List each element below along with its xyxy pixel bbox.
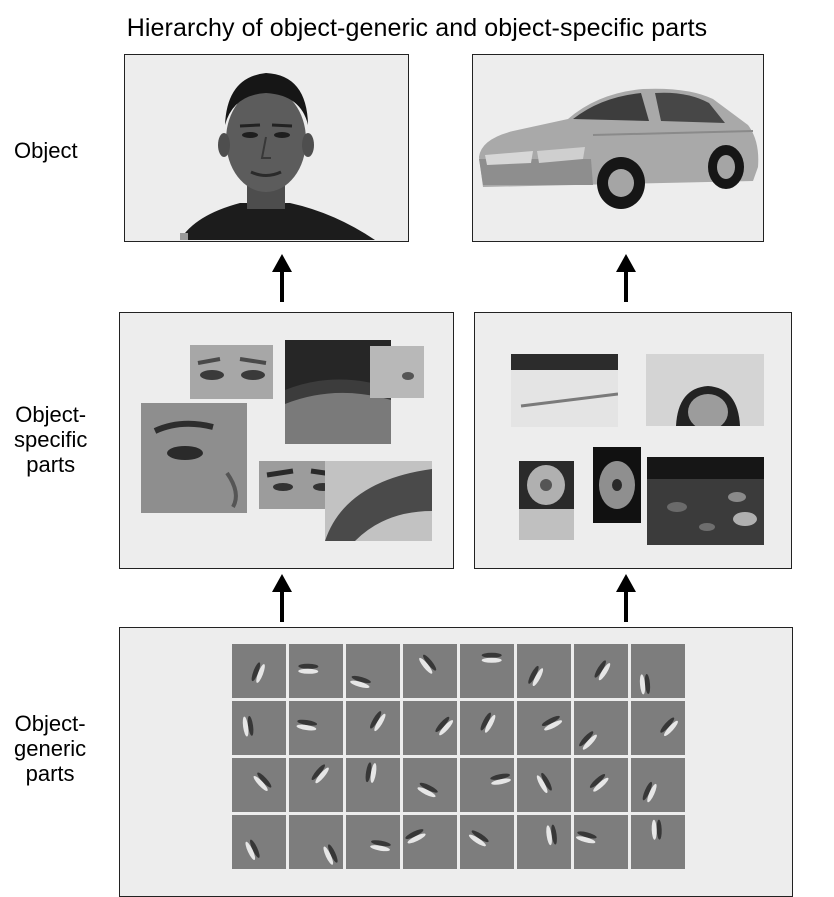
filter-patch [517,758,571,812]
filter-patch [232,644,286,698]
filter-patch [631,701,685,755]
wheel-arch-patch [646,354,764,426]
filter-patch [346,644,400,698]
filter-patch [574,701,628,755]
up-arrow-icon [272,254,292,302]
car-photo [479,88,759,209]
hair-side-patch [325,461,432,541]
row-label-object-specific-parts: Object- specific parts [14,402,87,477]
row-label-line: parts [26,452,76,477]
filter-patch [403,758,457,812]
row-label-object-generic-parts: Object- generic parts [14,711,86,786]
nose-patch [370,346,424,398]
filter-patch [403,701,457,755]
up-arrow-icon [616,254,636,302]
filter-patch [232,815,286,869]
filter-patch [460,644,514,698]
row-label-line: Object- [14,711,86,736]
filter-patch [574,644,628,698]
filter-patch [403,644,457,698]
filter-patch [574,758,628,812]
face-parts-panel [119,312,454,569]
filter-patch [574,815,628,869]
up-arrow-icon [616,574,636,622]
filter-patch [232,758,286,812]
row-label-line: Object [14,138,78,163]
eyes-patch [190,345,273,399]
face-photo [180,73,375,240]
tire-patch [519,461,574,540]
row-label-line: parts [25,761,75,786]
filter-patch [460,815,514,869]
generic-parts-panel [119,627,793,897]
filter-patch [289,701,343,755]
up-arrow-icon [272,574,292,622]
filter-patch [460,701,514,755]
filter-patch [631,644,685,698]
eye-cheek-patch [141,403,247,513]
rim-patch [593,447,641,523]
row-label-line: Object- [15,402,87,427]
ground-patch [647,457,764,545]
door-patch [511,354,618,427]
filter-patch [403,815,457,869]
filter-patch [517,644,571,698]
filter-patch [517,701,571,755]
filter-patch [289,815,343,869]
figure-title: Hierarchy of object-generic and object-s… [126,14,708,42]
face-object-panel [124,54,409,242]
filter-patch [346,758,400,812]
filter-patch [346,815,400,869]
row-label-line: generic [14,736,87,761]
filter-patch [289,644,343,698]
filter-patch [232,701,286,755]
car-object-panel [472,54,764,242]
filter-patch [631,758,685,812]
filter-patch [289,758,343,812]
filter-patch [460,758,514,812]
filter-grid [232,644,685,869]
filter-patch [346,701,400,755]
car-parts-panel [474,312,792,569]
filter-patch [517,815,571,869]
row-label-line: specific [14,427,88,452]
row-label-object: Object [14,138,78,163]
filter-patch [631,815,685,869]
